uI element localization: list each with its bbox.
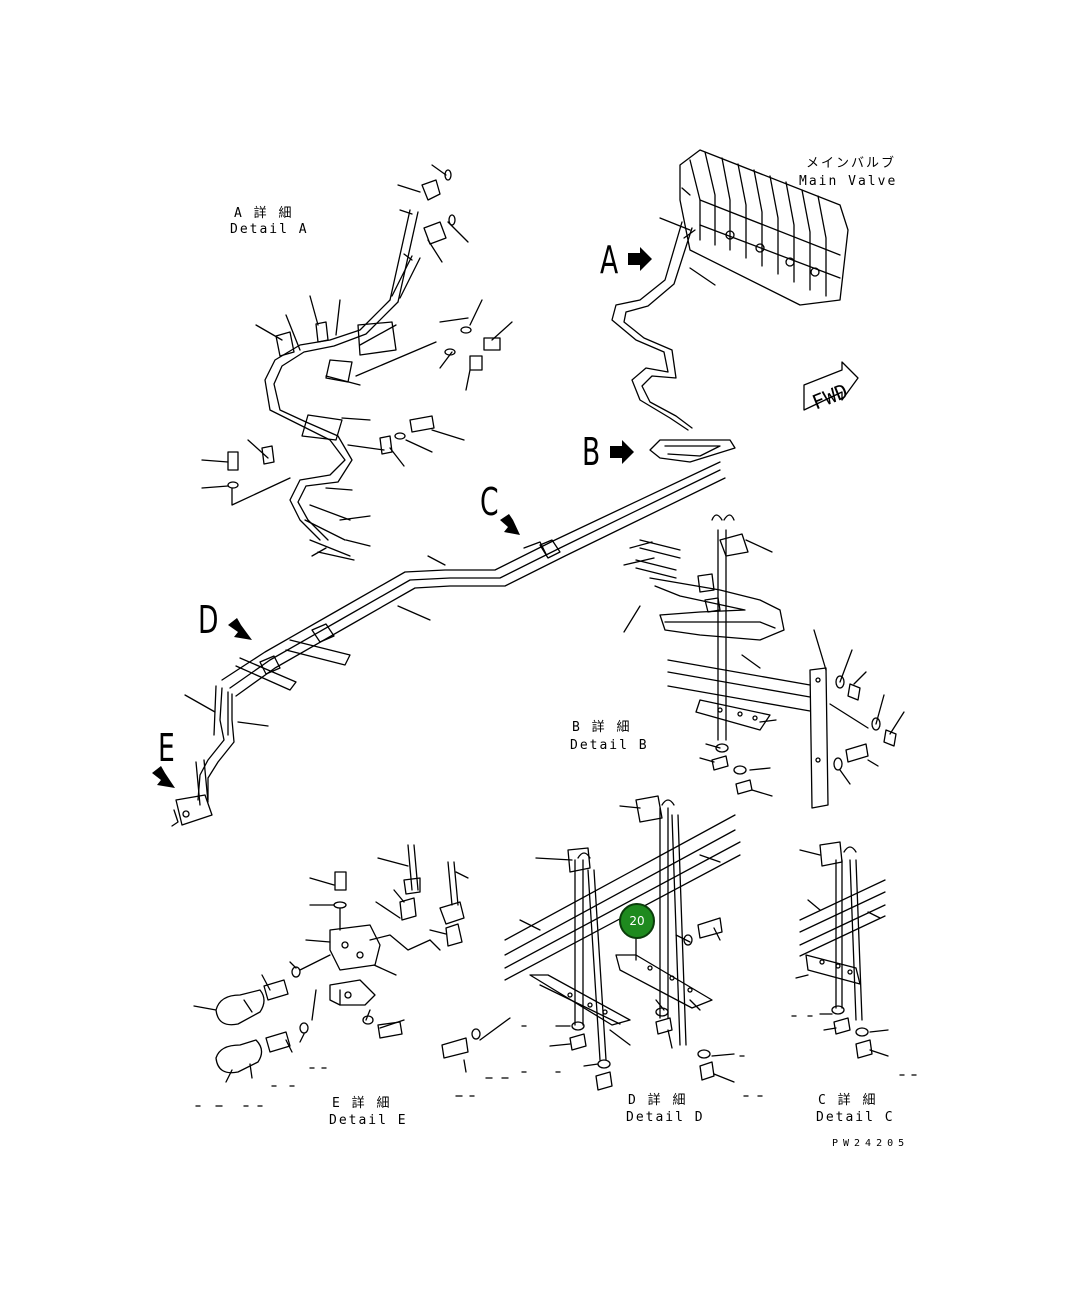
detail-e-label-jp: E 詳 細 [332,1096,392,1111]
arrow-a [628,247,652,271]
fwd-arrow [803,361,859,411]
detail-d-label-en: Detail D [626,1110,705,1125]
arrow-e [152,766,175,788]
fwd-label: FWD [809,379,851,415]
detail-b-label-jp: B 詳 細 [572,720,632,735]
detail-b-label-en: Detail B [570,738,649,753]
view-letter-c: C [480,480,499,524]
detail-c [795,841,889,1059]
detail-d [441,795,741,1091]
detail-a-label-jp: A 詳 細 [234,206,294,221]
main-valve-label-en: Main Valve [799,174,898,189]
detail-e [193,844,469,1083]
detail-d-label-jp: D 詳 細 [628,1093,688,1108]
main-valve-label-jp: メインバルブ [806,156,897,171]
callout-marker-20[interactable]: 20 [619,903,655,939]
detail-e-label-en: Detail E [329,1113,408,1128]
main-valve [679,149,849,306]
detail-c-label-jp: C 詳 細 [818,1093,878,1108]
arrow-c [500,514,520,535]
arrow-d [228,618,252,640]
main-pipe-run [171,217,736,827]
detail-b [623,514,905,809]
detail-a [201,164,513,561]
detail-a-label-en: Detail A [230,222,309,237]
view-letter-b: B [582,430,601,474]
detail-c-label-en: Detail C [816,1110,895,1125]
drawing-code: PW24205 [832,1138,910,1149]
arrow-b [610,440,634,464]
view-letter-d: D [198,598,219,642]
dash-marks [195,1015,917,1107]
view-letter-a: A [600,238,619,282]
view-letter-e: E [158,726,175,770]
